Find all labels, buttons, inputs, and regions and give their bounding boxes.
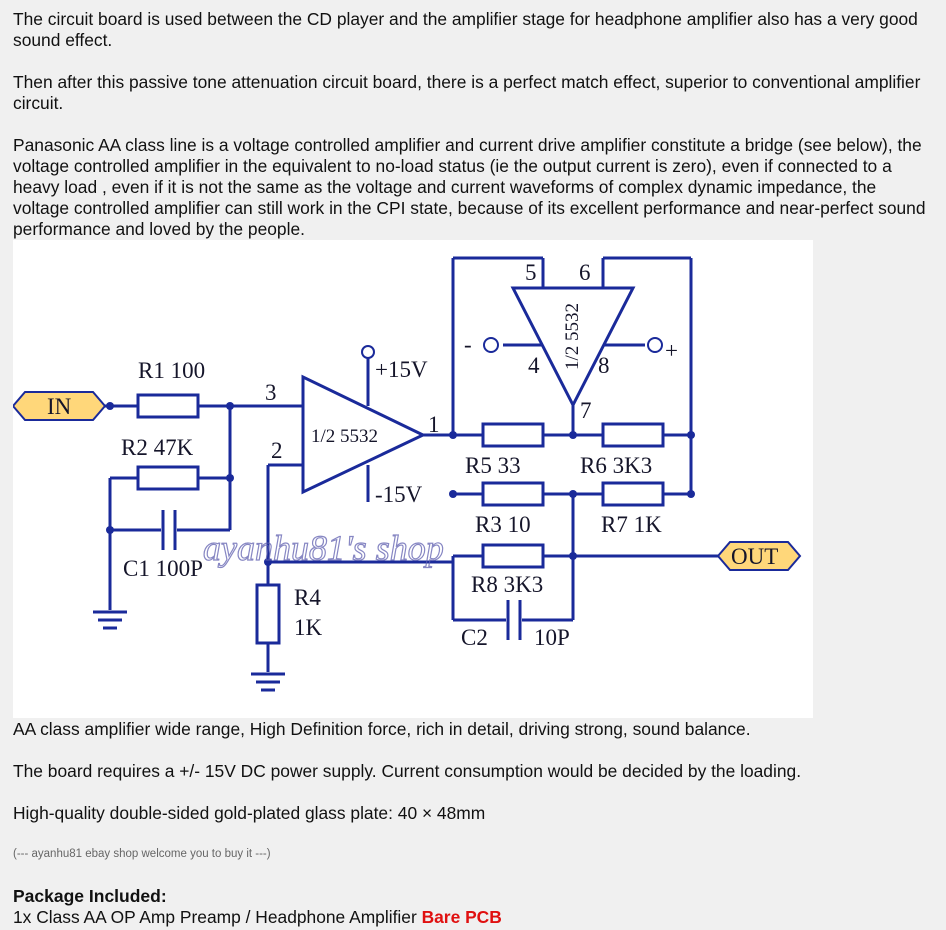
- resistor-r6: [601, 422, 665, 448]
- resistor-r8: [481, 543, 545, 569]
- package-item: 1x Class AA OP Amp Preamp / Headphone Am…: [13, 907, 502, 928]
- board-spec-paragraph: High-quality double-sided gold-plated gl…: [13, 803, 486, 823]
- resistor-r1: [136, 393, 200, 419]
- c2-label: C2: [461, 625, 488, 650]
- r4-value: 1K: [294, 615, 323, 640]
- plus-label: +: [665, 338, 678, 363]
- r3-label: R3 10: [475, 512, 531, 537]
- r6-label: R6 3K3: [580, 453, 652, 478]
- vminus-label: -15V: [375, 482, 423, 507]
- vplus-label: +15V: [375, 357, 428, 382]
- pin8-label: 8: [598, 353, 610, 378]
- pin3-label: 3: [265, 380, 277, 405]
- intro-paragraph: The circuit board is used between the CD…: [13, 9, 918, 50]
- out-label-shape: [716, 541, 802, 571]
- opamp1-label: 1/2 5532: [311, 426, 378, 447]
- pin2-label: 2: [271, 438, 283, 463]
- resistor-r7: [601, 481, 665, 507]
- pin6-label: 6: [579, 260, 591, 285]
- op-amp-1: [301, 374, 427, 495]
- bridge-paragraph: Panasonic AA class line is a voltage con…: [13, 135, 926, 239]
- r8-label: R8 3K3: [471, 572, 543, 597]
- package-title: Package Included:: [13, 886, 167, 906]
- amplifier-features-paragraph: AA class amplifier wide range, High Defi…: [13, 719, 751, 739]
- r4-label: R4: [294, 585, 321, 610]
- c1-label: C1 100P: [123, 556, 203, 581]
- resistor-r5: [481, 422, 545, 448]
- c2-value: 10P: [534, 625, 570, 650]
- pin5-label: 5: [525, 260, 537, 285]
- pin1-label: 1: [428, 412, 440, 437]
- opamp2-label: 1/2 5532: [562, 303, 583, 370]
- in-label: IN: [47, 394, 72, 419]
- match-paragraph: Then after this passive tone attenuation…: [13, 72, 921, 113]
- r2-label: R2 47K: [121, 435, 194, 460]
- resistor-r4: [255, 583, 281, 645]
- pin4-label: 4: [528, 353, 540, 378]
- pin7-label: 7: [580, 398, 592, 423]
- shop-watermark: ayanhu81's shop: [203, 528, 444, 568]
- shop-note: (--- ayanhu81 ebay shop welcome you to b…: [13, 848, 271, 860]
- ground-symbol-2: [251, 672, 285, 692]
- package-highlight: Bare PCB: [421, 907, 502, 927]
- r1-label: R1 100: [138, 358, 205, 383]
- r7-label: R7 1K: [601, 512, 662, 537]
- circuit-schematic-image: IN R1 100 3 R2 47K C1 100P 1/2 5532 +15V…: [13, 240, 813, 718]
- resistor-r3: [481, 481, 545, 507]
- package-item-text: 1x Class AA OP Amp Preamp / Headphone Am…: [13, 907, 422, 927]
- power-supply-paragraph: The board requires a +/- 15V DC power su…: [13, 761, 802, 781]
- out-label: OUT: [731, 544, 778, 569]
- resistor-r2: [136, 465, 200, 491]
- minus-label: -: [464, 332, 472, 357]
- r5-label: R5 33: [465, 453, 521, 478]
- ground-symbol-1: [93, 610, 127, 630]
